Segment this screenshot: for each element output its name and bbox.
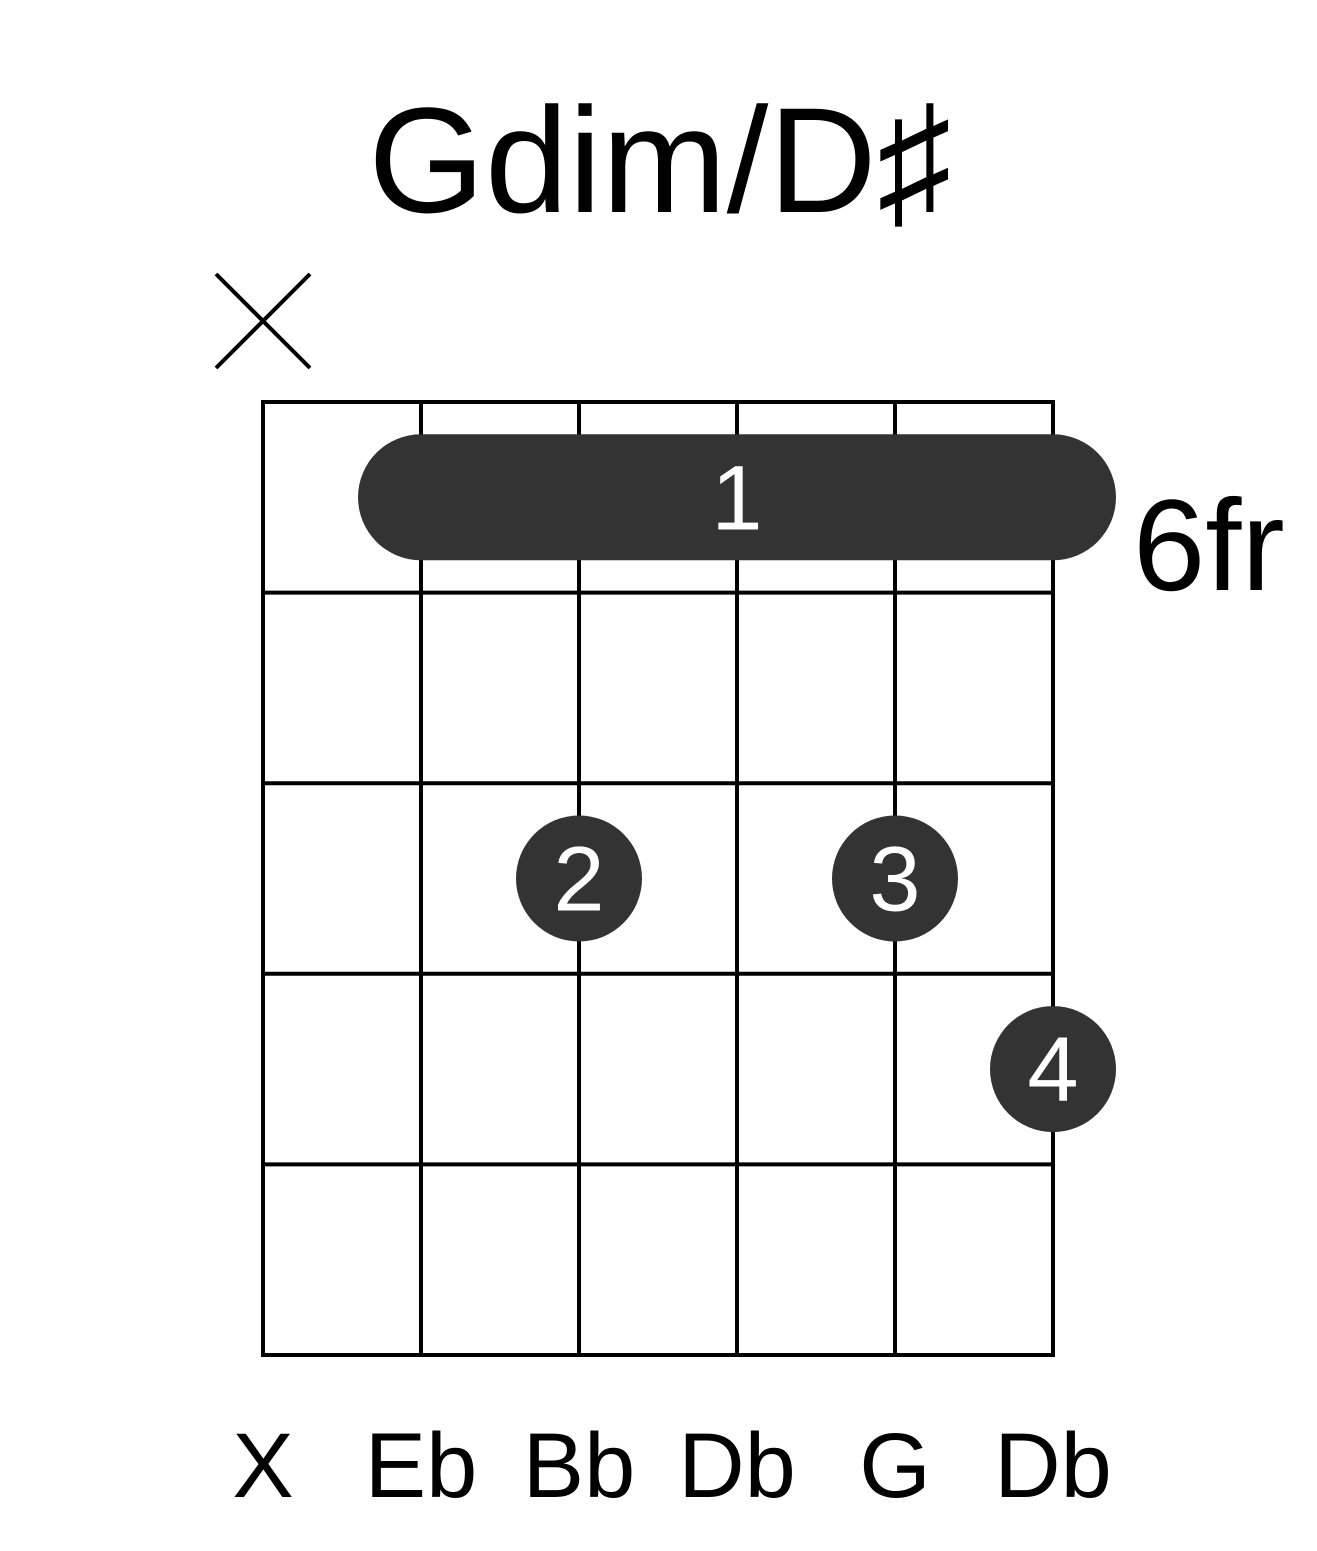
- mute-x-stroke: [214, 272, 312, 370]
- string-note-label: Db: [994, 1415, 1112, 1517]
- finger-dot: [516, 815, 642, 942]
- barre-finger-label: 1: [711, 447, 762, 549]
- string-note-label: Bb: [523, 1415, 636, 1517]
- string-note-label: Db: [678, 1415, 796, 1517]
- chord-title: Gdim/D♯: [368, 76, 951, 244]
- string-note-label: G: [859, 1415, 931, 1517]
- barre: [358, 434, 1116, 561]
- finger-dot: [832, 815, 958, 942]
- string-markers: [214, 272, 312, 370]
- finger-dot: [990, 1006, 1116, 1133]
- finger-number: 3: [869, 829, 920, 931]
- string-note-label: X: [232, 1415, 293, 1517]
- string-note-labels: X Eb Bb Db G Db: [232, 1415, 1111, 1517]
- mute-x-icon: [214, 272, 312, 370]
- start-fret-label: 6fr: [1133, 472, 1285, 618]
- finger-number: 2: [553, 829, 604, 931]
- finger-number: 4: [1027, 1019, 1078, 1121]
- string-note-label: Eb: [365, 1415, 478, 1517]
- fingering: 1 2 3 4: [358, 434, 1116, 1133]
